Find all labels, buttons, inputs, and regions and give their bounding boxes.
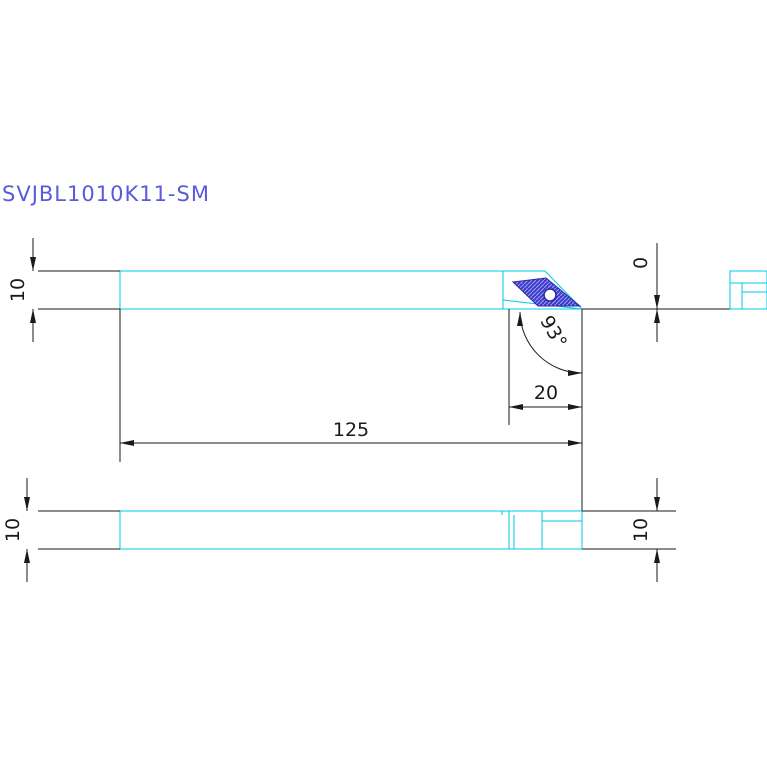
- dim-offset: 0: [630, 257, 652, 269]
- dim-angle: 93°: [535, 312, 571, 352]
- shank-side-outline: [119, 510, 510, 550]
- end-view-outline: [729, 270, 767, 310]
- shank-top-outline: [119, 270, 504, 310]
- dim-top-height: 10: [7, 278, 29, 302]
- dim-head-length: 20: [534, 382, 558, 404]
- drawing-title: SVJBL1010K11-SM: [2, 182, 210, 206]
- dim-bottom-height-left: 10: [2, 518, 24, 542]
- top-view: 10 0 93° 20 125: [7, 238, 767, 511]
- insert-screw-hole: [543, 288, 557, 302]
- side-view: 10 10: [2, 478, 676, 582]
- dim-overall-length: 125: [333, 419, 369, 441]
- dim-bottom-height-right: 10: [630, 518, 652, 542]
